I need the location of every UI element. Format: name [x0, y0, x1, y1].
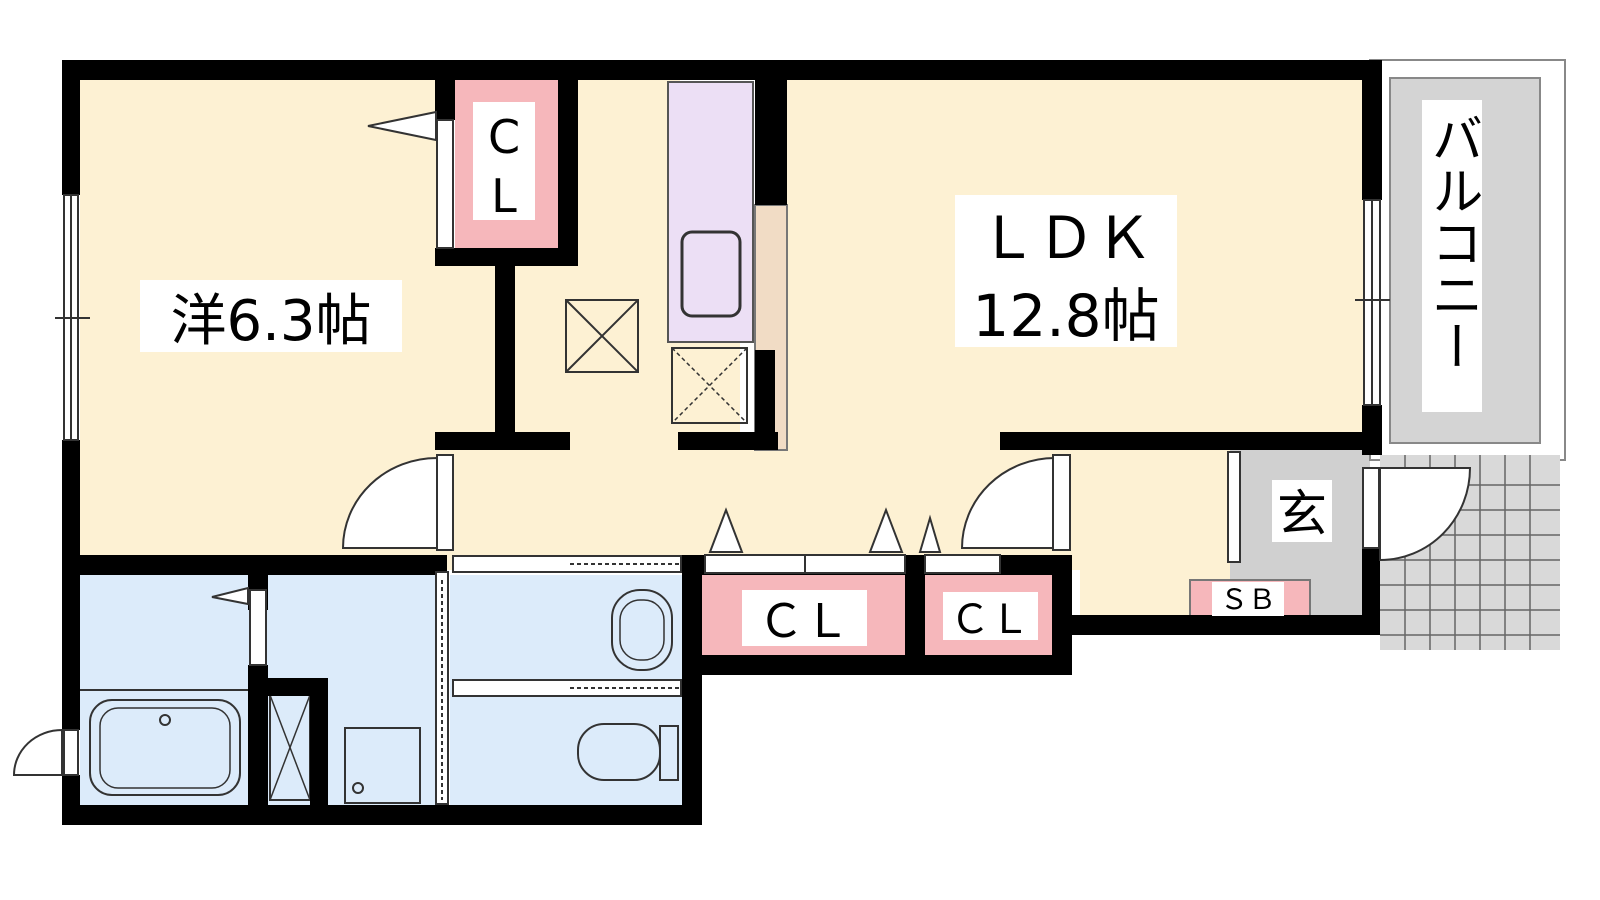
- wall-ldk-bottom: [1000, 432, 1380, 450]
- door-ldk: [960, 456, 1056, 549]
- wall-closet-bottom: [682, 655, 1072, 675]
- refrigerator-space: [565, 299, 639, 373]
- wall-top: [62, 60, 1382, 80]
- vanity-sink: [611, 589, 673, 671]
- shoe-box-label-bg: [1212, 582, 1284, 616]
- bathtub-drain: [159, 714, 171, 726]
- entrance-label: 玄: [1277, 485, 1327, 543]
- wall-closet-top-right: [558, 80, 578, 265]
- washer-drain: [352, 782, 364, 794]
- wall-ldk-right-top: [1362, 60, 1382, 200]
- sliding-door-wc: [452, 679, 682, 697]
- wall-bottom: [62, 805, 702, 825]
- wall-bath-divider-low: [248, 665, 268, 815]
- closet-entry-label-bg: [943, 592, 1038, 640]
- closet-top-c-label: C: [488, 110, 520, 164]
- windows: [55, 194, 1390, 776]
- refrigerator-x2: [565, 299, 639, 373]
- closet-entry-label: ＣＬ: [950, 597, 1030, 643]
- labels: 洋6.3帖 ＬＤＫ 12.8帖 バルコニー C L ＣＬ ＣＬ 玄 ＳＢ: [140, 100, 1482, 648]
- closet-entry-doors: [924, 554, 1001, 574]
- door-entrance: [1379, 467, 1472, 562]
- wall-partition-foot: [435, 432, 570, 450]
- vanity-sink-inner: [619, 599, 665, 661]
- door-closet-top: [436, 119, 454, 249]
- sliding-door-sink: [452, 555, 682, 573]
- wall-entry-right: [1362, 545, 1380, 635]
- stove-space: [671, 347, 748, 424]
- closet-top-l-label: L: [491, 169, 517, 223]
- wall-partition: [495, 248, 515, 448]
- wall-wetarea-right: [682, 555, 702, 825]
- wall-closet-right: [1052, 555, 1072, 675]
- window-bath: [63, 729, 79, 776]
- wall-linen-right: [310, 678, 328, 808]
- wall-kitchen-foot: [678, 432, 778, 450]
- stove-x1: [671, 347, 748, 424]
- door-wash: [249, 589, 267, 666]
- closet-hall-label: ＣＬ: [758, 594, 850, 648]
- balcony-label-bg: [1422, 100, 1482, 412]
- shoe-box-label: ＳＢ: [1220, 583, 1276, 616]
- door-western: [341, 456, 438, 549]
- bathtub: [89, 699, 241, 796]
- linen-shelf-x2: [269, 694, 311, 801]
- kitchen-sink: [680, 230, 742, 318]
- closet-hall-label-bg: [742, 590, 867, 646]
- wall-closet-top-left: [435, 80, 455, 120]
- entrance-label-bg: [1272, 480, 1332, 542]
- wall-entry-bottom: [1055, 615, 1380, 635]
- stove-x2: [671, 347, 748, 424]
- western-room-label-bg: [140, 280, 402, 352]
- balcony-label: バルコニー: [1422, 112, 1482, 372]
- wall-kitchen-back: [755, 80, 787, 205]
- wall-closet-divider: [905, 555, 925, 675]
- closet-top-label-bg: [473, 102, 535, 220]
- wall-left-upper: [62, 60, 80, 195]
- wall-left-mid: [62, 440, 80, 730]
- door-bath: [12, 728, 63, 776]
- washing-machine-space: [344, 727, 421, 804]
- ldk-label: ＬＤＫ: [979, 204, 1153, 272]
- wall-kitchen-stub: [755, 350, 775, 450]
- wall-western-bottom: [62, 555, 447, 575]
- wall-linen-top: [248, 678, 328, 696]
- ldk-size-label: 12.8帖: [972, 282, 1159, 350]
- bathtub-inner: [99, 707, 231, 789]
- doors: [12, 110, 1472, 805]
- western-room-label: 洋6.3帖: [170, 289, 371, 354]
- ldk-label-bg: [955, 195, 1177, 347]
- walls: [62, 60, 1382, 825]
- toilet-tank: [659, 725, 679, 781]
